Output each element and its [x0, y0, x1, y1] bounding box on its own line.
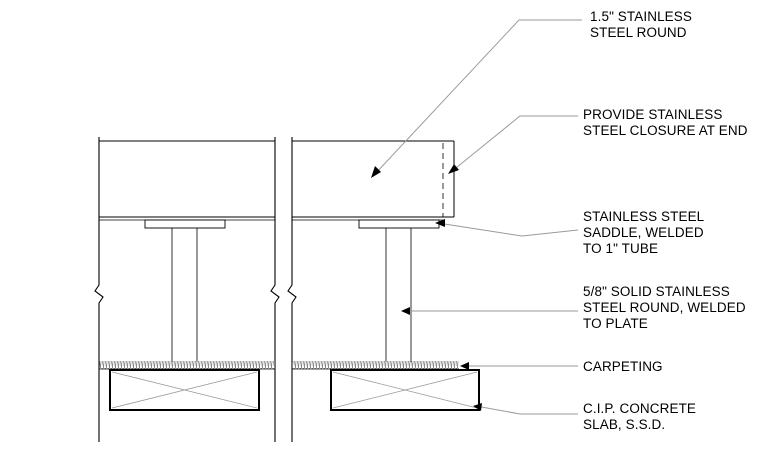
leader-slab: [475, 405, 578, 415]
callout-carpeting: CARPETING: [583, 359, 663, 375]
callout-closure-line1: PROVIDE STAINLESS: [583, 107, 723, 122]
callout-stainless-round-line2: STEEL ROUND: [590, 25, 687, 40]
callout-slab: C.I.P. CONCRETE SLAB, S.S.D.: [583, 401, 696, 433]
leader-saddle: [437, 222, 579, 237]
callout-solid-round-line3: TO PLATE: [583, 316, 648, 331]
callout-slab-line1: C.I.P. CONCRETE: [583, 401, 697, 416]
left-assembly: [94, 137, 280, 442]
callout-saddle-line3: TO 1" TUBE: [583, 241, 659, 256]
arrowheads: [371, 164, 482, 411]
arrow-closure: [448, 164, 459, 174]
left-carpet: [99, 361, 275, 369]
arrow-saddle: [435, 219, 445, 227]
left-saddle: [144, 219, 226, 229]
callout-carpeting-line1: CARPETING: [583, 359, 663, 374]
arrow-carpeting: [460, 362, 469, 370]
callout-saddle-line2: SADDLE, WELDED: [583, 225, 704, 240]
left-wall-line-a: [94, 137, 104, 442]
callout-closure: PROVIDE STAINLESS STEEL CLOSURE AT END: [583, 107, 748, 139]
arrow-slab: [473, 403, 482, 411]
callout-solid-round: 5/8" SOLID STAINLESS STEEL ROUND, WELDED…: [583, 284, 746, 332]
callout-solid-round-line1: 5/8" SOLID STAINLESS: [583, 284, 730, 299]
callout-solid-round-line2: STEEL ROUND, WELDED: [583, 300, 746, 315]
right-saddle: [358, 219, 440, 229]
callout-stainless-round-line1: 1.5" STAINLESS: [590, 9, 692, 24]
leader-closure: [450, 115, 578, 173]
callout-closure-line2: STEEL CLOSURE AT END: [583, 123, 748, 138]
left-wall-line-b: [270, 137, 280, 442]
callout-slab-line2: SLAB, S.S.D.: [583, 417, 666, 432]
leader-stainless-round: [373, 19, 582, 176]
arrow-solid-round: [401, 307, 410, 315]
right-carpet: [292, 361, 459, 369]
callout-saddle-line1: STAINLESS STEEL: [583, 209, 705, 224]
arrow-stainless-round: [371, 166, 381, 178]
callout-saddle: STAINLESS STEEL SADDLE, WELDED TO 1" TUB…: [583, 209, 704, 257]
right-assembly: [287, 137, 480, 442]
right-wall-line: [287, 137, 297, 442]
leaders: [373, 19, 582, 415]
callout-stainless-round: 1.5" STAINLESS STEEL ROUND: [590, 9, 692, 41]
